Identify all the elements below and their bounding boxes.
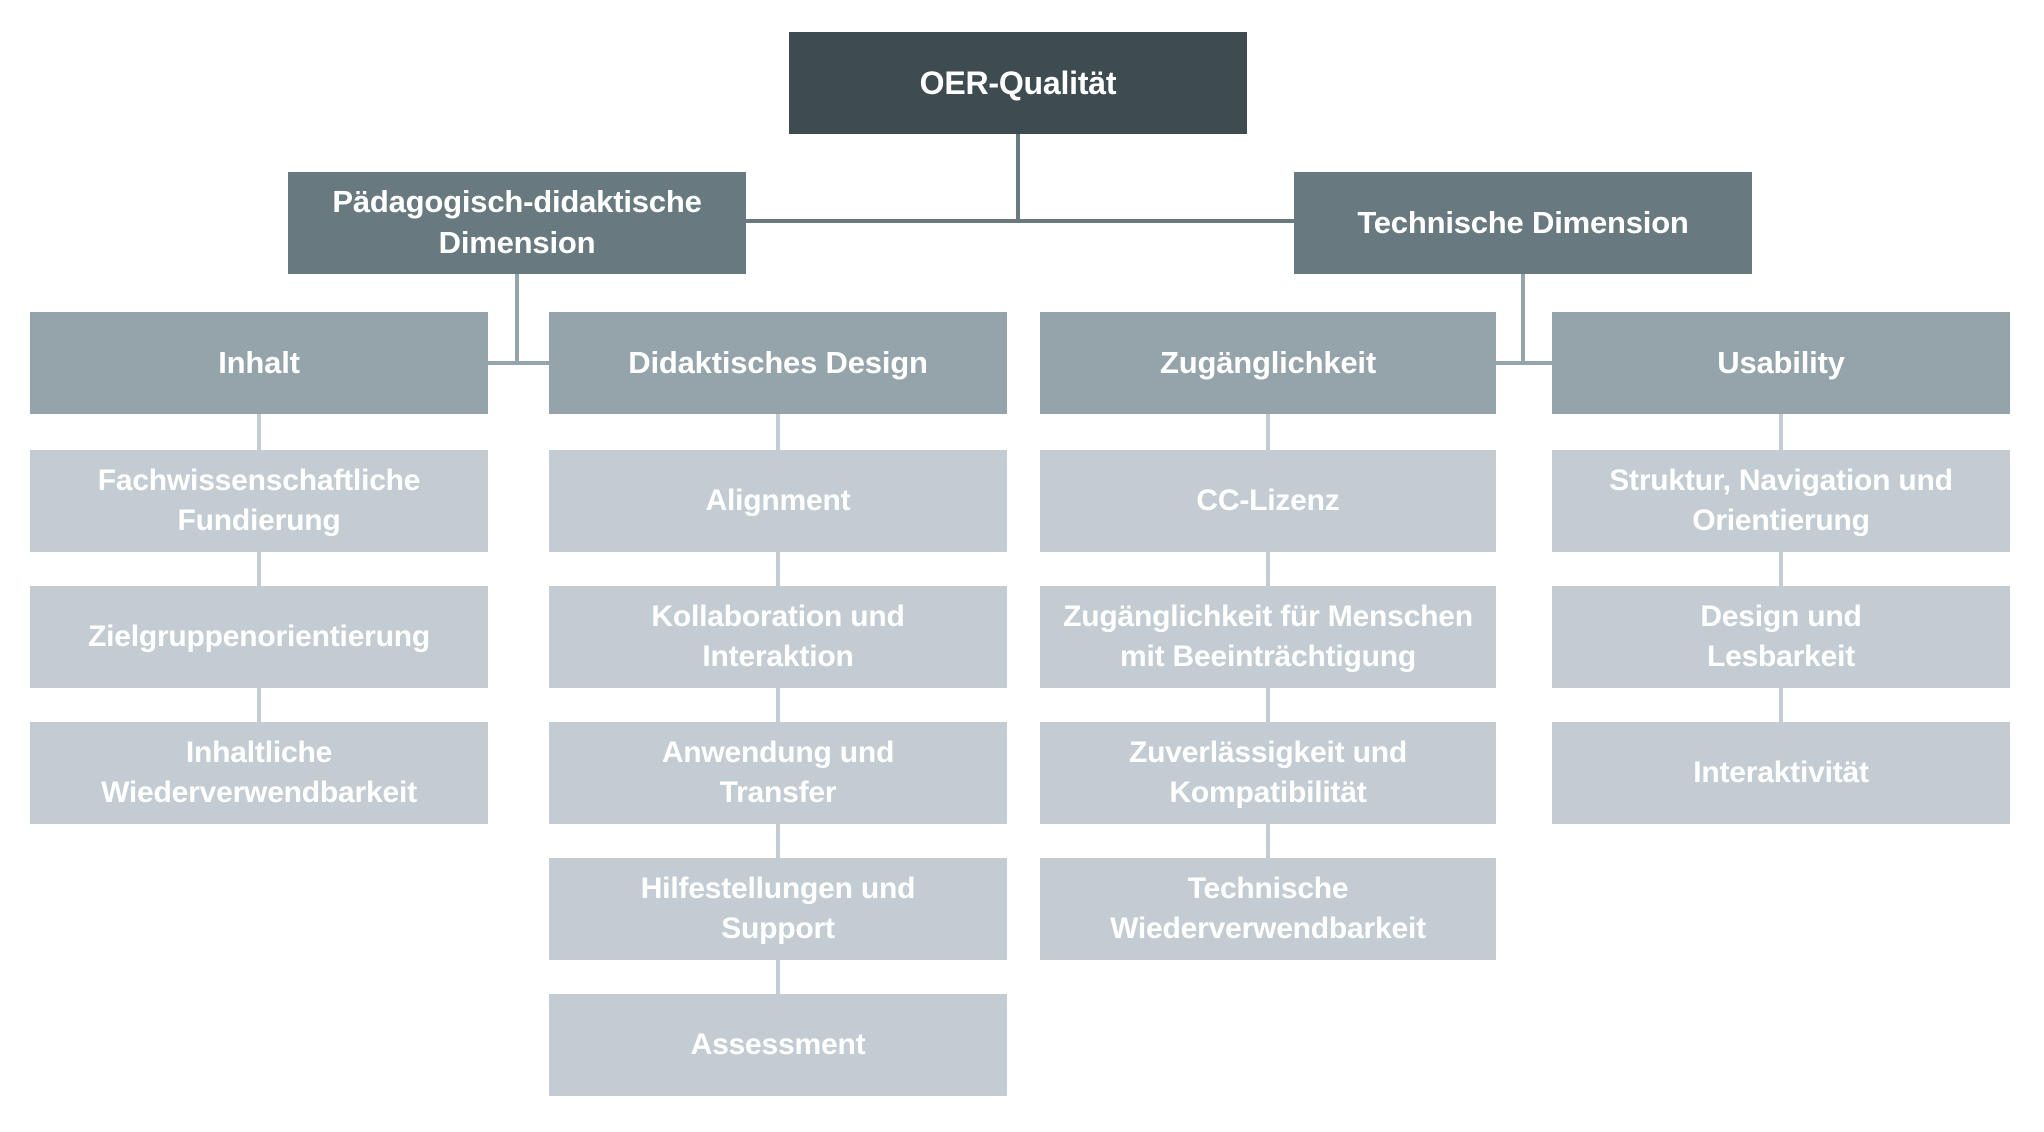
node-inhaltliche-wiederverwendbarkeit: Inhaltliche Wiederverwendbarkeit [30,722,488,824]
node-kollaboration-und-interaktion: Kollaboration und Interaktion [549,586,1007,688]
connector-col4-seg3 [1779,688,1783,722]
connector-col3-seg2 [1266,552,1270,586]
connector-col1-seg2 [257,552,261,586]
connector-col3-seg1 [1266,414,1270,450]
node-usability: Usability [1552,312,2010,414]
node-cc-lizenz: CC-Lizenz [1040,450,1496,552]
node-didaktisches-design: Didaktisches Design [549,312,1007,414]
node-fachwissenschaftliche-fundierung: Fachwissenschaftliche Fundierung [30,450,488,552]
node-interaktivitaet: Interaktivität [1552,722,2010,824]
connector-col1-seg3 [257,688,261,722]
connector-col2-seg2 [776,552,780,586]
node-zielgruppenorientierung: Zielgruppenorientierung [30,586,488,688]
connector-col2-seg5 [776,960,780,994]
node-assessment: Assessment [549,994,1007,1096]
node-anwendung-und-transfer: Anwendung und Transfer [549,722,1007,824]
connector-col2-seg1 [776,414,780,450]
connector-col1-seg1 [257,414,261,450]
connector-dim1-vertical [515,274,519,363]
connector-dim2-vertical [1521,274,1525,363]
connector-dim2-horizontal [1496,361,1552,365]
node-zugaenglichkeit: Zugänglichkeit [1040,312,1496,414]
connector-col2-seg3 [776,688,780,722]
node-design-und-lesbarkeit: Design und Lesbarkeit [1552,586,2010,688]
connector-col4-seg2 [1779,552,1783,586]
connector-dim1-horizontal [488,361,549,365]
node-oer-qualitaet: OER-Qualität [789,32,1247,134]
connector-root-vertical [1016,134,1020,221]
connector-col4-seg1 [1779,414,1783,450]
node-alignment: Alignment [549,450,1007,552]
node-struktur-navigation-und-orientierung: Struktur, Navigation und Orientierung [1552,450,2010,552]
connector-col3-seg4 [1266,824,1270,858]
connector-col3-seg3 [1266,688,1270,722]
node-technische-dimension: Technische Dimension [1294,172,1752,274]
node-paedagogisch-didaktische-dimension: Pädagogisch-didaktische Dimension [288,172,746,274]
node-inhalt: Inhalt [30,312,488,414]
connector-root-horizontal [746,219,1294,223]
node-hilfestellungen-und-support: Hilfestellungen und Support [549,858,1007,960]
node-zugaenglichkeit-fuer-menschen-mit-beeintraechtigung: Zugänglichkeit für Menschen mit Beeinträ… [1040,586,1496,688]
node-zuverlaessigkeit-und-kompatibilitaet: Zuverlässigkeit und Kompatibilität [1040,722,1496,824]
node-technische-wiederverwendbarkeit: Technische Wiederverwendbarkeit [1040,858,1496,960]
connector-col2-seg4 [776,824,780,858]
